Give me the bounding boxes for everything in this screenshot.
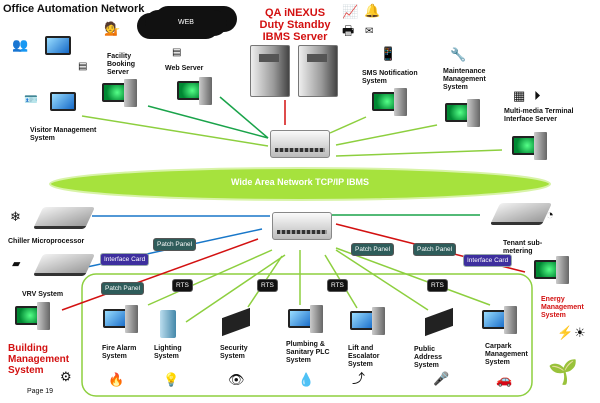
subsystem-label: Public Address System	[414, 346, 443, 369]
lift-computer[interactable]	[350, 307, 390, 337]
office-monitor	[45, 32, 85, 62]
rts-tag: RTS	[257, 279, 278, 292]
chart-icon: 📈	[342, 4, 359, 19]
fire-icon: 🔥	[108, 372, 125, 387]
bms-computer[interactable]	[15, 302, 55, 332]
meter-icon: ◔	[546, 207, 554, 222]
sms-computer[interactable]	[372, 88, 412, 118]
subsystem-label: Plumbing & Sanitary PLC System	[286, 341, 330, 364]
standby-server	[298, 45, 338, 97]
visitor-label: Visitor Management System	[30, 127, 97, 142]
visitor-monitor[interactable]	[50, 88, 90, 118]
patch-panel: Patch Panel	[413, 243, 457, 256]
gear-icon: ⚙	[60, 369, 72, 384]
page-title: Office Automation Network	[3, 3, 145, 15]
snowflake-icon: ❄	[10, 209, 21, 224]
interface-card: Interface Card	[100, 253, 150, 266]
subsystem-label: Carpark Management System	[485, 343, 528, 366]
tenant-label: Tenant sub-metering	[503, 240, 543, 255]
plumbing-computer[interactable]	[288, 305, 328, 335]
primary-server	[250, 45, 290, 97]
server-list-icon: ▤	[78, 61, 88, 72]
building-subsystems-frame	[81, 273, 533, 397]
fire-alarm-computer[interactable]	[103, 305, 143, 335]
tenant-meter[interactable]	[489, 203, 553, 225]
chiller-device[interactable]	[32, 207, 96, 229]
sun-icon: ☀	[574, 325, 586, 340]
cloud-label: WEB	[178, 19, 194, 26]
wan-label: Wide Area Network TCP/IP IBMS	[231, 177, 369, 187]
car-icon: 🚗	[496, 372, 513, 387]
top-network-switch	[270, 130, 330, 158]
maintenance-computer[interactable]	[445, 99, 485, 129]
rts-tag: RTS	[327, 279, 348, 292]
patch-panel: Patch Panel	[351, 243, 395, 256]
energy-computer[interactable]	[534, 256, 574, 286]
id-card-icon: 🪪	[24, 94, 38, 106]
bell-icon: 🔔	[364, 3, 381, 18]
lightning-icon: ⚡	[557, 325, 574, 340]
escalator-icon: ⤴	[352, 371, 366, 386]
bottom-network-switch	[272, 212, 332, 240]
web-cloud: WEB	[145, 10, 227, 36]
grid-icon: ▦	[513, 88, 526, 103]
wrench-icon: 🔧	[450, 47, 467, 62]
web-server-label: Web Server	[165, 65, 204, 72]
vrv-icon: ▰	[12, 258, 21, 270]
printer-icon: 🖶	[342, 23, 355, 38]
water-drop-icon: 💧	[298, 372, 315, 387]
carpark-computer[interactable]	[482, 306, 522, 336]
sms-label: SMS Notification System	[362, 70, 418, 85]
subsystem-label: Security System	[220, 345, 248, 360]
maintenance-label: Maintenance Management System	[443, 68, 486, 91]
multimedia-computer[interactable]	[512, 132, 552, 162]
facility-booking-computer[interactable]	[102, 79, 142, 109]
interface-card: Interface Card	[463, 254, 513, 267]
mail-icon: ✉	[365, 26, 374, 37]
sprout-logo: 🌱	[548, 359, 578, 386]
vrv-label: VRV System	[22, 291, 64, 298]
vrv-device[interactable]	[32, 254, 96, 276]
lighting-controller[interactable]	[160, 310, 176, 338]
page-number: Page 19	[27, 388, 54, 395]
wan-ellipse	[49, 167, 551, 201]
media-icon: ⏵	[534, 88, 541, 103]
chiller-label: Chiller Microprocessor	[8, 238, 85, 245]
patch-panel: Patch Panel	[101, 282, 145, 295]
rts-tag: RTS	[427, 279, 448, 292]
bms-label: Building Management System	[8, 343, 70, 376]
facility-booking-label: Facility Booking Server	[107, 53, 135, 76]
subsystem-label: Lighting System	[154, 345, 182, 360]
subsystem-label: Lift and Escalator System	[348, 345, 380, 368]
energy-label: Energy Management System	[541, 296, 584, 319]
multimedia-label: Multi-media Terminal Interface Server	[504, 108, 574, 123]
phone-icon: 📱	[380, 46, 397, 61]
patch-panel: Patch Panel	[153, 238, 197, 251]
web-server-computer[interactable]	[177, 77, 217, 107]
microphone-icon: 🎤	[433, 371, 450, 386]
subsystem-label: Fire Alarm System	[102, 345, 137, 360]
lightbulb-icon: 💡	[163, 372, 180, 387]
eye-icon: 👁	[228, 372, 245, 387]
web-server-icon: ▤	[172, 47, 182, 58]
rts-tag: RTS	[172, 279, 193, 292]
users-icon: 👥	[12, 37, 29, 52]
reception-icon: 💁	[104, 21, 121, 36]
